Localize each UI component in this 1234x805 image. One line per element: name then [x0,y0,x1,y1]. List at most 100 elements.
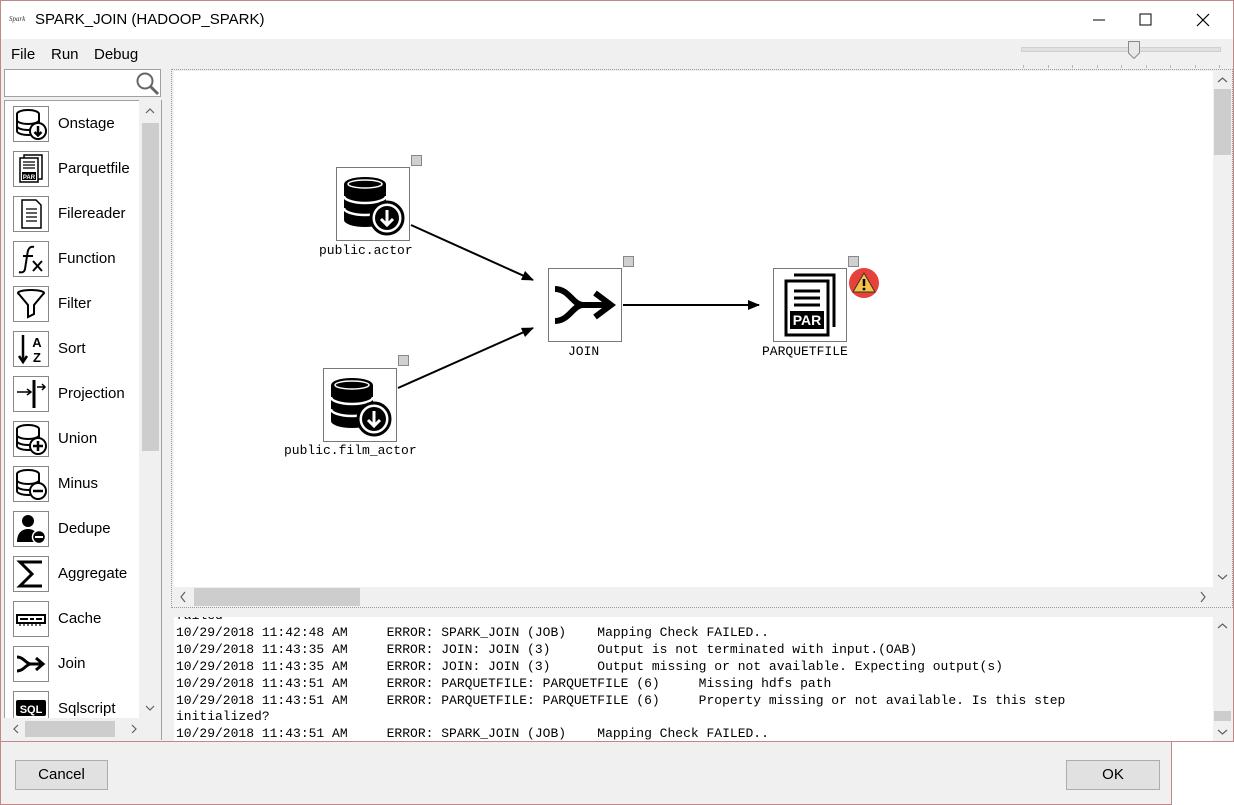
chevron-left-icon[interactable] [7,718,25,740]
chevron-right-icon[interactable] [125,718,143,740]
canvas-vertical-scrollbar[interactable] [1213,71,1232,587]
chevron-down-icon[interactable] [1213,724,1232,740]
warning-icon[interactable] [848,267,880,299]
parquet-file-icon: PAR [784,273,836,337]
search-input[interactable] [4,69,161,97]
join-arrow-icon [554,286,616,324]
node-label-join: JOIN [568,344,600,359]
palette-item-filereader[interactable]: Filereader [13,196,137,234]
palette-item-minus[interactable]: Minus [13,466,137,504]
zoom-tick [1072,65,1073,68]
palette-label: Projection [58,385,125,402]
node-parquetfile[interactable]: PAR [773,268,847,342]
cancel-button[interactable]: Cancel [15,760,108,790]
app-logo: Spark [9,15,26,23]
connector-actor-join[interactable] [410,224,534,281]
chevron-up-icon[interactable] [139,102,161,120]
node-handle[interactable] [848,256,859,267]
log-vertical-scroll-thumb[interactable] [1214,711,1231,721]
connector-layer [397,224,760,389]
chevron-down-icon[interactable] [1213,569,1232,585]
canvas-horizontal-scrollbar[interactable] [174,587,1213,607]
log-output[interactable]: failed 10/29/2018 11:42:48 AM ERROR: SPA… [174,617,1213,741]
title-bar: Spark SPARK_JOIN (HADOOP_SPARK) [1,1,1233,39]
zoom-slider-thumb[interactable] [1128,41,1140,59]
parquet-file-icon: PAR [13,151,49,187]
palette-item-union[interactable]: Union [13,421,137,459]
minimize-button[interactable] [1076,1,1122,39]
log-line: 10/29/2018 11:43:51 AM ERROR: SPARK_JOIN… [176,726,769,741]
node-label-public-film-actor: public.film_actor [284,443,417,458]
zoom-tick [1047,65,1049,68]
palette-item-cache[interactable]: Cache [13,601,137,639]
log-line: failed [176,617,223,624]
zoom-tick [1096,65,1098,68]
funnel-icon [13,286,49,322]
search-icon[interactable] [135,71,161,97]
canvas-horizontal-scroll-thumb[interactable] [194,588,360,606]
database-download-icon [13,106,49,142]
zoom-tick [1145,65,1147,68]
chevron-right-icon[interactable] [1195,587,1211,607]
log-vertical-scrollbar[interactable] [1213,617,1232,741]
node-handle[interactable] [398,355,409,366]
palette-item-onstage[interactable]: Onstage [13,106,137,144]
join-arrow-icon [13,646,49,682]
menu-file[interactable]: File [11,46,36,63]
log-line: initialized? [176,709,270,724]
node-handle[interactable] [623,256,634,267]
projection-icon [13,376,49,412]
database-minus-icon [13,466,49,502]
memory-icon [13,601,49,637]
chevron-up-icon[interactable] [1213,618,1232,634]
user-minus-icon [13,511,49,547]
window-title: SPARK_JOIN (HADOOP_SPARK) [35,11,265,28]
ok-button[interactable]: OK [1066,760,1160,790]
close-button[interactable] [1180,1,1226,39]
palette-item-dedupe[interactable]: Dedupe [13,511,137,549]
sigma-icon [13,556,49,592]
node-join[interactable] [548,268,622,342]
zoom-slider-track[interactable] [1021,47,1221,52]
menu-debug[interactable]: Debug [94,46,139,63]
maximize-button[interactable] [1122,1,1168,39]
palette-item-projection[interactable]: Projection [13,376,137,414]
palette-item-filter[interactable]: Filter [13,286,137,324]
canvas-vertical-scroll-thumb[interactable] [1214,89,1231,155]
palette-label: Minus [58,475,99,492]
palette-item-function[interactable]: Function [13,241,137,279]
node-handle[interactable] [411,155,422,166]
palette-label: Union [58,430,98,447]
dialog-button-bar: Cancel OK [0,742,1172,805]
chevron-down-icon[interactable] [139,699,161,717]
palette-label: Parquetfile [58,160,130,177]
par-text: PAR [23,175,36,181]
document-icon [13,196,49,232]
sort-z-text: Z [33,350,41,365]
zoom-tick [1023,65,1024,68]
palette-label: Cache [58,610,102,627]
database-download-icon [342,177,405,236]
node-public-actor[interactable] [336,167,410,241]
sql-text: SQL [20,704,43,716]
connector-film-actor-join[interactable] [397,327,534,389]
chevron-left-icon[interactable] [175,587,191,607]
mapping-canvas[interactable]: public.actor public.film_actor JOIN PAR … [174,71,1213,587]
chevron-up-icon[interactable] [1213,72,1232,88]
palette-label: Filter [58,295,92,312]
palette-horizontal-scroll-thumb[interactable] [25,721,115,737]
palette-label: Sqlscript [58,700,116,717]
palette-item-join[interactable]: Join [13,646,137,684]
palette-item-parquetfile[interactable]: PAR Parquetfile [13,151,137,189]
palette-vertical-scroll-thumb[interactable] [142,123,159,451]
palette-label: Filereader [58,205,126,222]
node-public-film-actor[interactable] [323,368,397,442]
function-icon [13,241,49,277]
menu-run[interactable]: Run [51,46,79,63]
par-text: PAR [793,312,822,328]
palette-item-aggregate[interactable]: Aggregate [13,556,137,594]
palette-label: Function [58,250,116,267]
menu-bar: File Run Debug [1,39,1233,67]
